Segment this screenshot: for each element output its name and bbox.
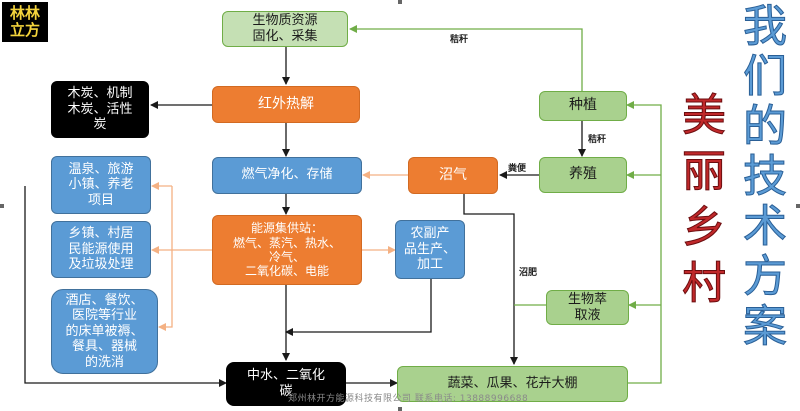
node-hot-spring-tourism: 温泉、旅游 小镇、养老 项目 — [51, 156, 151, 214]
label-biogas-fertilizer: 沼肥 — [519, 268, 538, 278]
logo-line-1: 林林 — [9, 4, 40, 22]
vertical-title-red: 美丽乡村 — [682, 90, 727, 310]
label-manure: 粪便 — [508, 164, 527, 174]
edge-agri-water — [285, 279, 432, 336]
node-biogas: 沼气 — [408, 157, 498, 194]
node-planting: 种植 — [539, 91, 627, 121]
edge-planting-biomass — [349, 25, 583, 91]
frame-handle-right — [796, 204, 800, 208]
node-hotel-sterilization: 酒店、餐饮、 医院等行业 的床单被褥、 餐具、器械 的洗消 — [51, 289, 158, 374]
label-straw-mid: 秸秆 — [588, 135, 607, 145]
node-infrared-pyrolysis: 红外热解 — [212, 86, 360, 123]
frame-handle-top — [398, 0, 402, 4]
watermark-text: 郑州林开方能源科技有限公司 联系电话: 13888996688 — [288, 394, 529, 404]
node-agri-processing: 农副产 品生产、 加工 — [395, 220, 465, 279]
edge-left-water — [24, 186, 227, 387]
node-energy-hub: 能源集供站： 燃气、蒸汽、热水、 冷气、 二氧化碳、电能 — [212, 215, 362, 285]
company-logo: 林林 立方 — [2, 2, 48, 42]
node-biomass-collection: 生物质资源 固化、采集 — [222, 11, 348, 47]
edge-energy-users — [171, 186, 212, 251]
label-straw-top: 秸秆 — [450, 35, 469, 45]
frame-handle-left — [0, 204, 4, 208]
node-greenhouse: 蔬菜、瓜果、花卉大棚 — [397, 366, 628, 402]
edge-greenhouse-loop — [626, 101, 662, 384]
node-charcoal-products: 木炭、机制 木炭、活性 炭 — [51, 81, 149, 138]
node-village-energy: 乡镇、村居 民能源使用 及垃圾处理 — [51, 221, 151, 278]
node-water-co2: 中水、二氧化 碳 — [226, 362, 346, 406]
edge-biogas-greenhouse — [463, 194, 518, 365]
node-bio-extract: 生物萃 取液 — [546, 290, 629, 325]
vertical-title: 我们的技术方案 — [743, 1, 788, 352]
node-breeding: 养殖 — [539, 157, 627, 193]
node-gas-clean-storage: 燃气净化、存储 — [212, 157, 362, 194]
frame-handle-bottom — [398, 407, 402, 411]
logo-line-2: 立方 — [9, 21, 40, 39]
